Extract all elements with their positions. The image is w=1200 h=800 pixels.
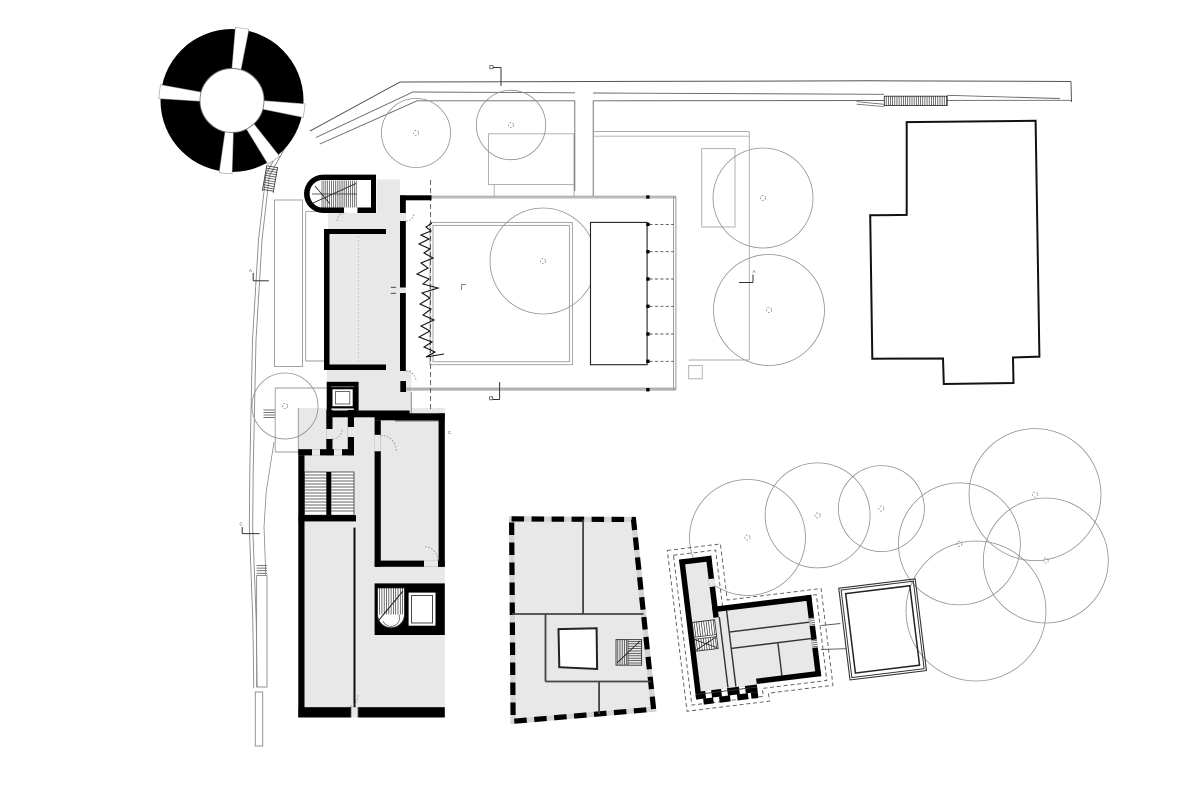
svg-text:C: C xyxy=(448,430,452,435)
svg-text:A: A xyxy=(753,269,756,274)
svg-text:A: A xyxy=(249,268,252,273)
svg-text:C: C xyxy=(240,522,244,527)
